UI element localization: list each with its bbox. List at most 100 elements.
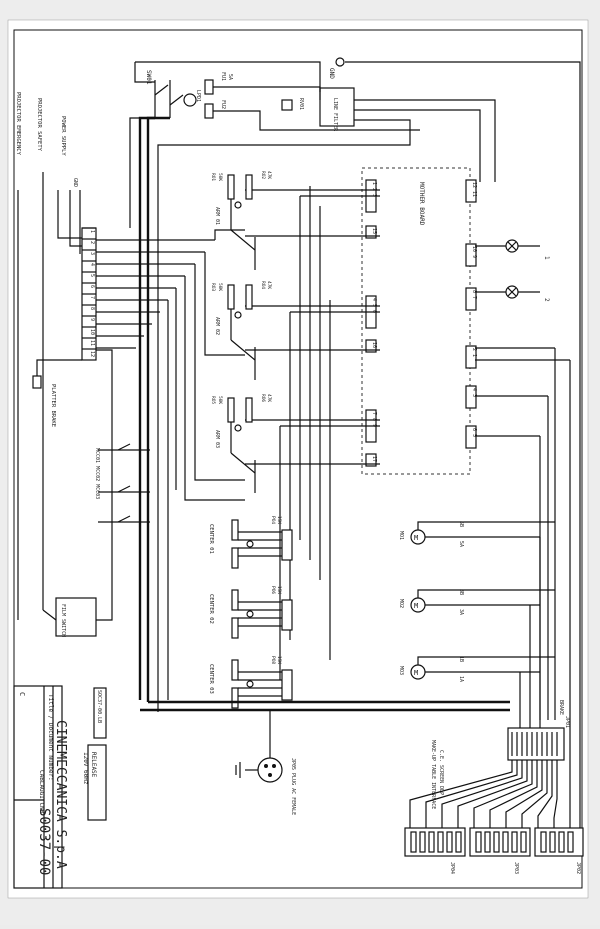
pot-label: RO3 [210, 283, 216, 291]
fuse-fu1 [204, 79, 214, 95]
motor-symbol: M [414, 602, 418, 610]
brake-label: BRAKE [558, 700, 564, 715]
center-connector [281, 599, 293, 631]
connector-pin [437, 831, 444, 853]
mb-connector-label: 2 1 [471, 348, 477, 357]
connector-pin [410, 831, 417, 853]
fanout-wire [473, 760, 533, 828]
mb-connector [465, 425, 477, 449]
connector-pin [419, 831, 426, 853]
pot-value: 47K [266, 281, 272, 289]
platter-brake-label: PLATTER BRAKE [50, 384, 56, 427]
fuse-fu2 [204, 103, 214, 119]
center-led [246, 540, 254, 548]
jp02-label: JP02 [575, 862, 581, 874]
terminal-9: 9 [89, 318, 95, 321]
terminal-8: 8 [89, 307, 95, 310]
connector-pin [428, 831, 435, 853]
center-label: CENTER 02 [208, 594, 214, 624]
connector-pin [475, 831, 482, 853]
center-led [246, 610, 254, 618]
ref-box-label: SOC37-00.LB [96, 690, 102, 723]
mb-connector [465, 345, 477, 369]
sw01-contact-a [154, 84, 169, 96]
motor-terminal: 5A [458, 541, 464, 547]
mb-connector-label: 12 11 [471, 182, 477, 197]
connector-pin [567, 831, 574, 853]
gnd-terminal [335, 57, 345, 67]
arm-label: ARM 03 [214, 430, 220, 448]
arm-resistor [245, 284, 253, 310]
pot-label: RO5 [210, 396, 216, 404]
pot-value: 15K [276, 516, 282, 524]
jp03-label: JP03 [513, 862, 519, 874]
pot-value: 50K [217, 283, 223, 291]
phase-2-label: 2 [543, 298, 550, 302]
phase-1-label: 1 [543, 256, 550, 260]
connector-pin [484, 831, 491, 853]
motor-wire [417, 521, 555, 530]
motor-label: MO2 [398, 599, 404, 608]
terminal-4: 4 [89, 263, 95, 266]
mb-connector-label: 16 [371, 342, 377, 348]
fu2-label: FU2 [220, 100, 226, 109]
terminal-10: 10 [89, 329, 95, 335]
terminal-6: 6 [89, 285, 95, 288]
terminal-2: 2 [89, 241, 95, 244]
mother-board-label: MOTHER BOARD [418, 182, 425, 226]
connector-pin [446, 831, 453, 853]
mb-connector [365, 339, 377, 353]
mb-connector-label: 8 7 [471, 290, 477, 299]
motor-wire [417, 656, 555, 665]
company-name: CINEMECCANICA S.p.A [53, 720, 68, 869]
mb-connector-label: 6 5 [471, 428, 477, 437]
sheet-letter: C [18, 692, 26, 696]
motor-terminal: 3A [458, 609, 464, 615]
fu1-rating: 5A [227, 74, 233, 80]
fanout-wire [537, 760, 553, 828]
film-switch-box [55, 597, 97, 637]
pot-label: RO4 [260, 281, 266, 289]
arm-led [234, 201, 242, 209]
fanout-wire [553, 760, 558, 828]
terminal-3: 3 [89, 252, 95, 255]
connector-pin [502, 831, 509, 853]
sw01-contact-b [169, 94, 184, 106]
mb-connector [365, 225, 377, 239]
arm-switch [230, 339, 256, 361]
center-connector [281, 669, 293, 701]
mcc-switches-label: MCC01 MCC02 MCC03 [94, 448, 100, 499]
line-filter [319, 87, 355, 127]
pot-label: PO6 [270, 586, 276, 594]
arm-label: ARM 02 [214, 317, 220, 335]
mb-connector [465, 287, 477, 311]
fanout-wire [457, 760, 528, 828]
varistor-rv01 [281, 99, 293, 111]
lpd1-label: LPD1 [195, 90, 201, 102]
arm-resistor [245, 397, 253, 423]
sw01-label: SW01 [145, 70, 152, 85]
arm-pot [227, 174, 235, 200]
arm-pot [227, 397, 235, 423]
connector-pin [493, 831, 500, 853]
rv01-label: RV01 [298, 98, 304, 110]
center-pot [231, 617, 239, 639]
connector-pin [455, 831, 462, 853]
pot-label: PO4 [270, 516, 276, 524]
mb-connector [465, 179, 477, 203]
screen-label: C.E. SCREEN DDP [438, 750, 444, 795]
motor-label: MO1 [398, 531, 404, 540]
connector-pin [549, 831, 556, 853]
platter-brake [32, 375, 42, 389]
center-led [246, 680, 254, 688]
jp05-label: JP05 PLUG AC FEMALE [290, 758, 296, 815]
projector-emergency-label: PROJECTOR EMERGENCY [15, 92, 21, 156]
motor-terminal: 5B [458, 521, 464, 527]
terminal-1: 1 [89, 230, 95, 233]
arm-led [234, 424, 242, 432]
connector-pin [511, 831, 518, 853]
pot-value: 15K [276, 656, 282, 664]
gnd-label: GND [328, 68, 335, 79]
